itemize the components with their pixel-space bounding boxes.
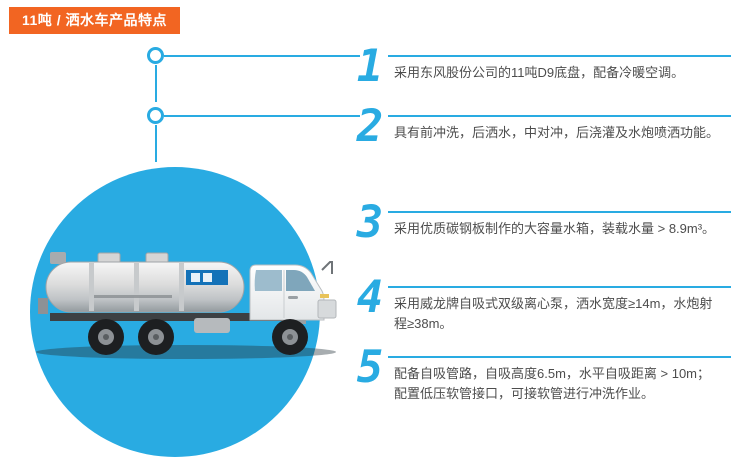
feature-item-1: 1 采用东风股份公司的11吨D9底盘，配备冷暖空调。	[352, 45, 731, 89]
truck-chassis	[38, 298, 302, 333]
feature-item-4: 4 采用威龙牌自吸式双级离心泵，洒水宽度≥14m，水炮射程≥38m。	[352, 276, 731, 333]
connector-vline-2	[155, 125, 157, 162]
page-title-banner: 11吨 / 洒水车产品特点	[9, 7, 180, 34]
feature-text-5: 配备自吸管路，自吸高度6.5m，水平自吸距离 > 10m；配置低压软管接口，可接…	[394, 366, 711, 401]
feature-body-4: 采用威龙牌自吸式双级离心泵，洒水宽度≥14m，水炮射程≥38m。	[388, 286, 731, 333]
page-title: 11吨 / 洒水车产品特点	[22, 12, 167, 28]
feature-item-5: 5 配备自吸管路，自吸高度6.5m，水平自吸距离 > 10m；配置低压软管接口，…	[352, 346, 731, 403]
feature-number-2: 2	[356, 101, 384, 152]
feature-item-3: 3 采用优质碳钢板制作的大容量水箱，装载水量 > 8.9m³。	[352, 201, 731, 245]
feature-number-4: 4	[356, 272, 384, 323]
connector-vline-1	[155, 65, 157, 102]
sprinkler-truck-illustration	[36, 252, 337, 359]
feature-number-1: 1	[356, 41, 384, 92]
feature-body-2: 具有前冲洗，后洒水，中对冲，后浇灌及水炮喷洒功能。	[388, 115, 731, 143]
feature-body-1: 采用东风股份公司的11吨D9底盘，配备冷暖空调。	[388, 55, 731, 83]
connector-node-2	[147, 107, 164, 124]
feature-body-5: 配备自吸管路，自吸高度6.5m，水平自吸距离 > 10m；配置低压软管接口，可接…	[388, 356, 731, 403]
feature-body-3: 采用优质碳钢板制作的大容量水箱，装载水量 > 8.9m³。	[388, 211, 731, 239]
feature-text-3: 采用优质碳钢板制作的大容量水箱，装载水量 > 8.9m³。	[394, 221, 716, 236]
truck-tank	[45, 252, 245, 313]
feature-text-4: 采用威龙牌自吸式双级离心泵，洒水宽度≥14m，水炮射程≥38m。	[394, 296, 713, 331]
truck-wheels	[88, 319, 308, 355]
tank-logo-badge	[186, 270, 228, 285]
connector-hline-1	[164, 55, 360, 57]
feature-text-2: 具有前冲洗，后洒水，中对冲，后浇灌及水炮喷洒功能。	[394, 125, 720, 140]
feature-number-5: 5	[356, 342, 384, 393]
feature-item-2: 2 具有前冲洗，后洒水，中对冲，后浇灌及水炮喷洒功能。	[352, 105, 731, 149]
connector-node-1	[147, 47, 164, 64]
connector-hline-2	[164, 115, 360, 117]
feature-number-3: 3	[356, 197, 384, 248]
feature-text-1: 采用东风股份公司的11吨D9底盘，配备冷暖空调。	[394, 65, 685, 80]
truck-cab	[249, 261, 337, 324]
